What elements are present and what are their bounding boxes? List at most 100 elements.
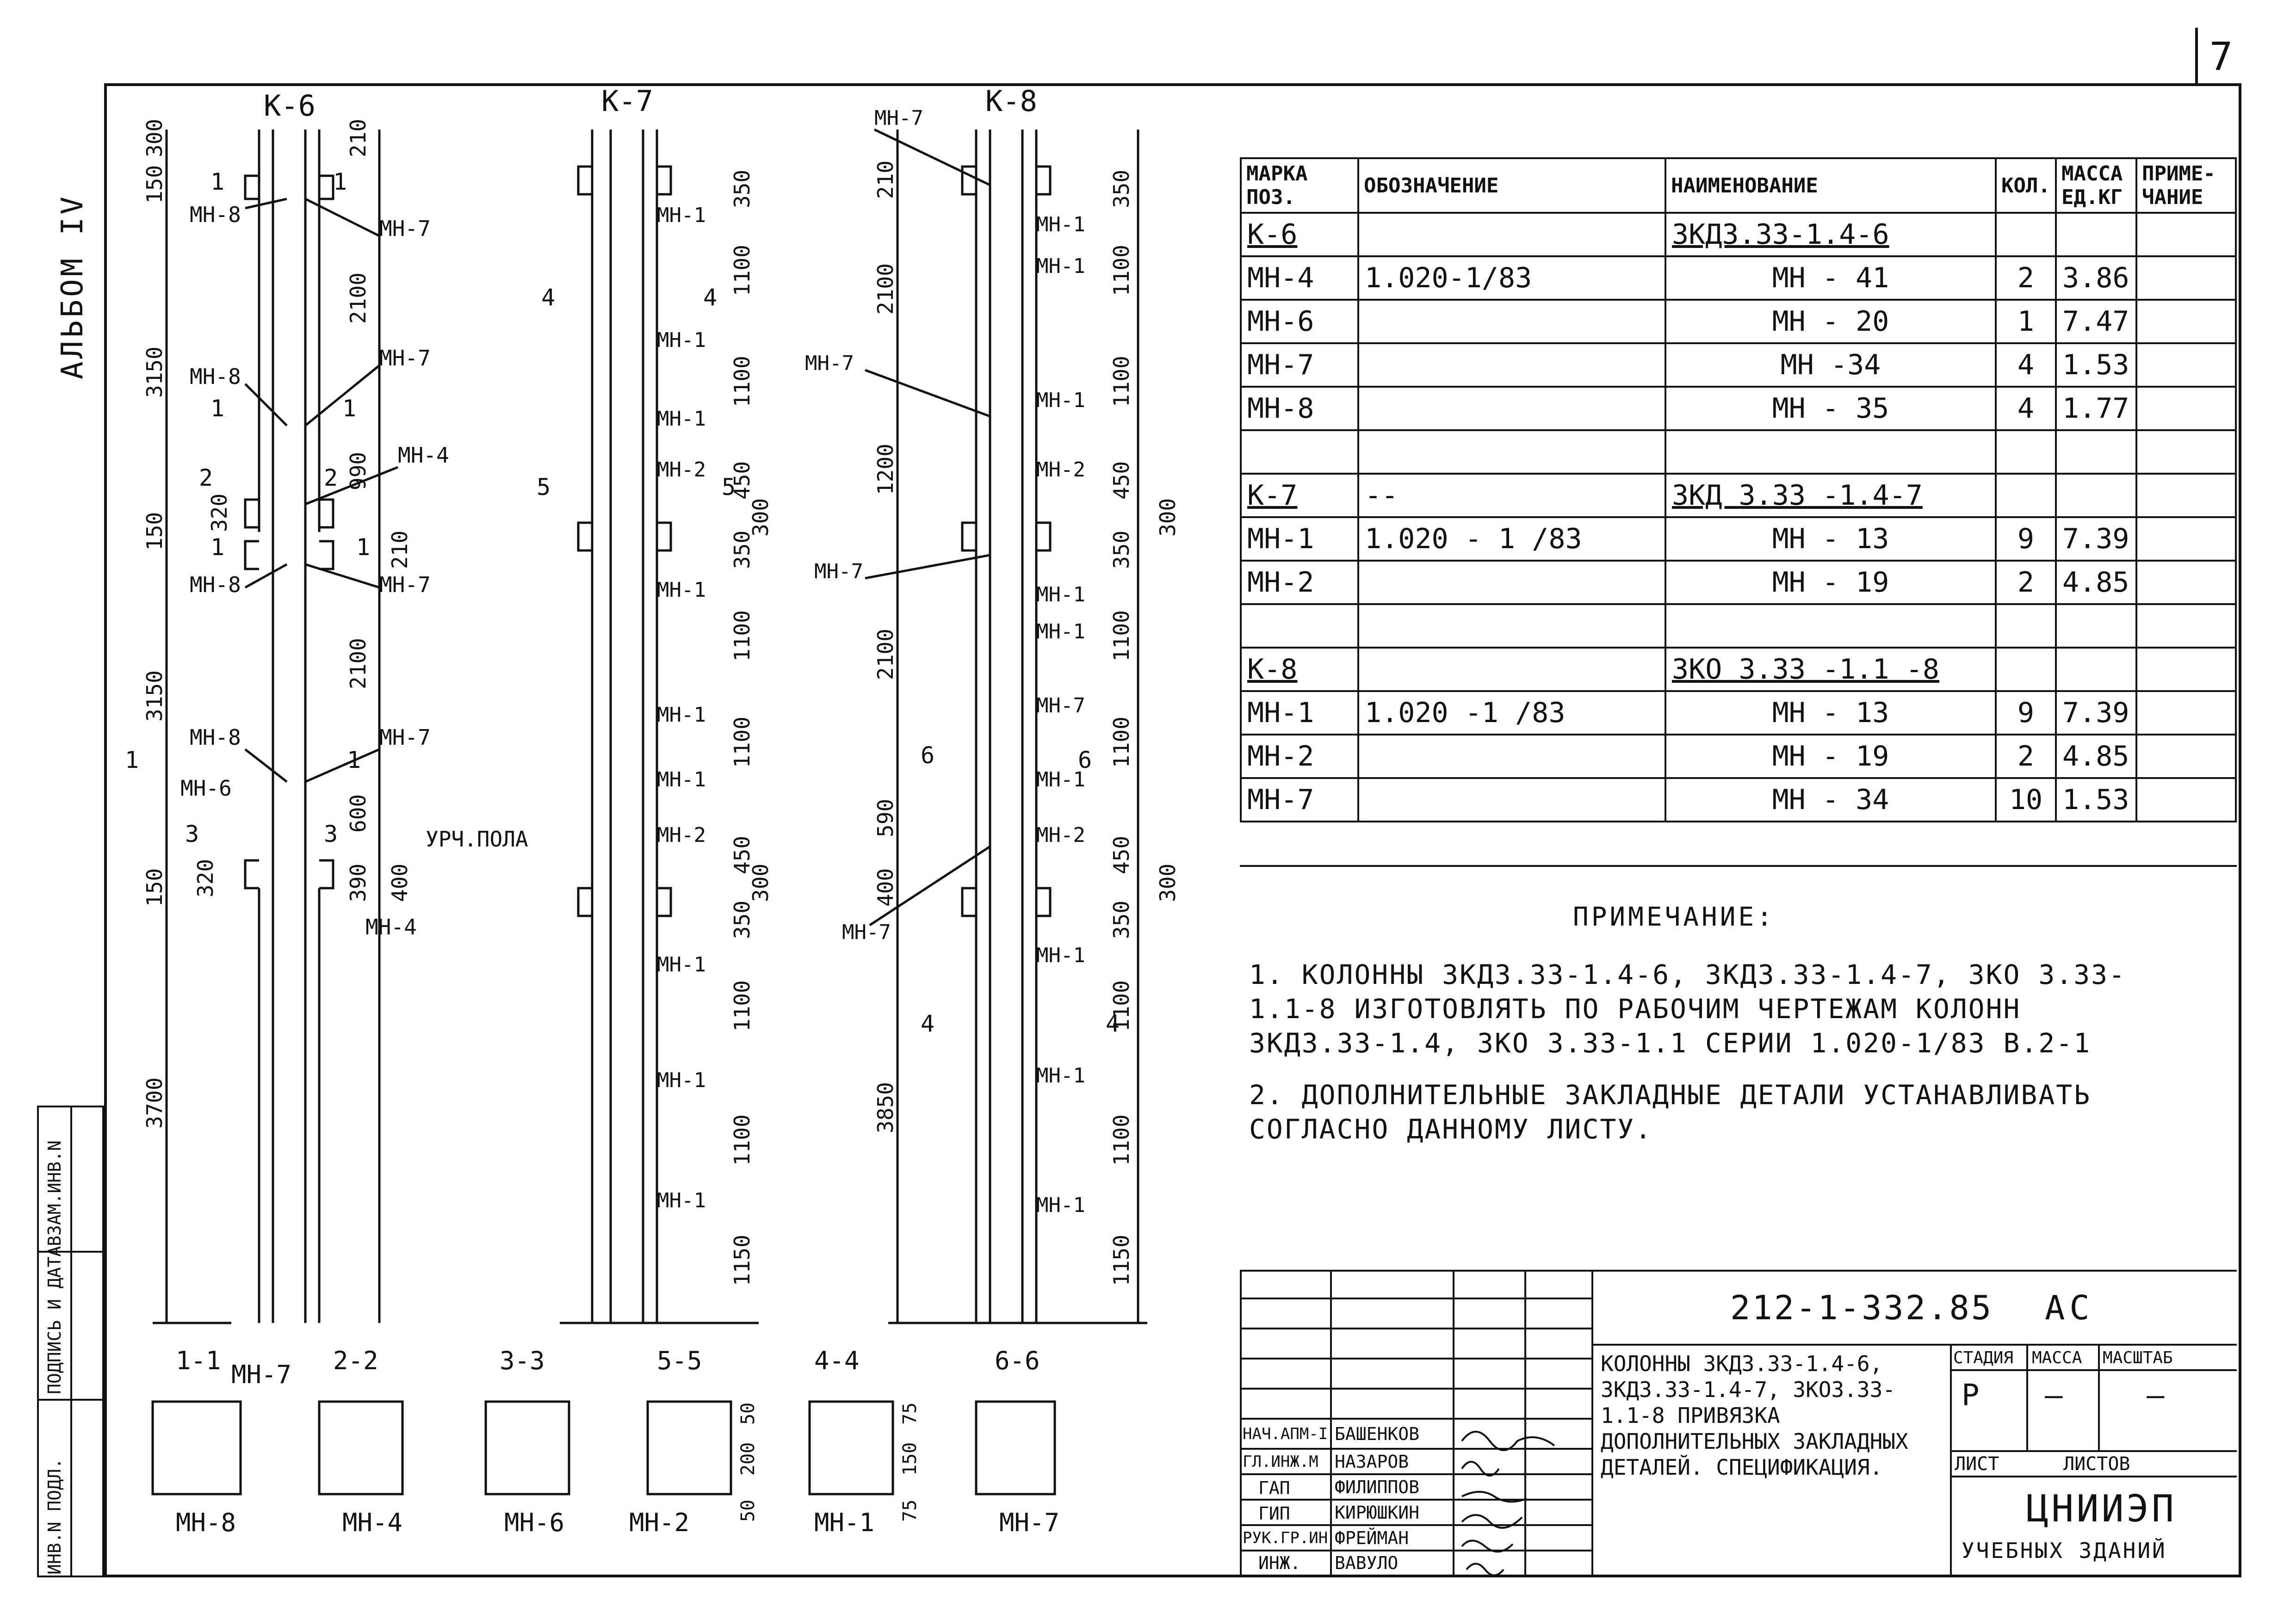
cell-code bbox=[1357, 734, 1666, 779]
section-title: 3-3 bbox=[500, 1346, 545, 1375]
cell-mass: 1.53 bbox=[2055, 342, 2137, 388]
signer-name: ВАВУЛО bbox=[1335, 1553, 1399, 1573]
cell-name: МН - 13 bbox=[1665, 516, 1997, 562]
cell-mark: МН-7 bbox=[1240, 342, 1359, 388]
cell-mass: 7.39 bbox=[2055, 516, 2137, 562]
note-item-2: 2. ДОПОЛНИТЕЛЬНЫЕ ЗАКЛАДНЫЕ ДЕТАЛИ УСТАН… bbox=[1249, 1079, 2092, 1145]
k8-dim: 400 bbox=[873, 868, 898, 907]
k6-dim: 2100 bbox=[346, 272, 371, 324]
header-mass: МАССА ЕД.КГ bbox=[2055, 157, 2137, 214]
mass-value: — bbox=[2045, 1378, 2063, 1413]
signer-role: ГЛ.ИНЖ.М bbox=[1243, 1452, 1318, 1471]
cell-mark: МН-2 bbox=[1240, 560, 1359, 605]
k7-label: МН-1 bbox=[657, 328, 706, 352]
k8-cut-mark: 6 bbox=[1078, 747, 1092, 773]
section-dim: 50 bbox=[737, 1500, 759, 1522]
k6-cut-mark: 1 bbox=[356, 534, 370, 561]
section-label: МН-8 bbox=[176, 1508, 236, 1537]
table-row: К-7--3КД 3.33 -1.4-7 bbox=[1240, 473, 2237, 518]
cell-mass: 7.47 bbox=[2055, 299, 2137, 344]
k6-dim: 150 bbox=[142, 512, 167, 550]
k7-label: МН-2 bbox=[657, 823, 706, 847]
k6-dim: 600 bbox=[346, 794, 371, 833]
k8-dim: 1150 bbox=[1109, 1235, 1134, 1286]
section-title: 1-1 bbox=[176, 1346, 221, 1375]
k8-dim: 1100 bbox=[1109, 356, 1134, 407]
cell-note bbox=[2135, 386, 2237, 431]
cell-name: МН - 35 bbox=[1665, 386, 1997, 431]
k8-dim: 3850 bbox=[873, 1082, 898, 1133]
k8-title: К-8 bbox=[985, 84, 1037, 118]
cell-mark: МН-4 bbox=[1240, 255, 1359, 301]
k8-dim: 350 bbox=[1109, 170, 1134, 208]
page-number-box: 7 bbox=[2195, 28, 2244, 86]
k6-label: МН-4 bbox=[398, 443, 449, 468]
k8-label: МН-2 bbox=[1036, 823, 1085, 847]
k7-label: МН-1 bbox=[657, 768, 706, 791]
cell-mass: 3.86 bbox=[2055, 255, 2137, 301]
k8-label: МН-2 bbox=[1036, 458, 1085, 482]
k8-label: МН-7 bbox=[814, 560, 863, 583]
cell-qty: 9 bbox=[1995, 690, 2057, 735]
section-dim: 75 bbox=[899, 1403, 921, 1425]
doc-code: 212-1-332.85 bbox=[1730, 1288, 1993, 1327]
k7-label: МН-1 bbox=[657, 407, 706, 431]
k6-dim: 210 bbox=[387, 531, 412, 569]
k6-cut-mark: 1 bbox=[210, 395, 224, 422]
cell-note bbox=[2135, 516, 2237, 562]
header-name: НАИМЕНОВАНИЕ bbox=[1665, 157, 1997, 214]
cell-mark: МН-7 bbox=[1240, 777, 1359, 822]
k7-dim: 1150 bbox=[730, 1235, 755, 1286]
k8-dim: 1100 bbox=[1109, 610, 1134, 661]
k6-dim: 3150 bbox=[142, 670, 167, 722]
sheets-label: ЛИСТОВ bbox=[2063, 1453, 2130, 1475]
cell-mass: 1.77 bbox=[2055, 386, 2137, 431]
section-label: МН-2 bbox=[629, 1508, 689, 1537]
k7-label: МН-1 bbox=[657, 578, 706, 602]
signer-name: КИРЮШКИН bbox=[1335, 1502, 1420, 1523]
k8-label: МН-1 bbox=[1036, 1193, 1085, 1217]
org-name: ЦНИИЭП bbox=[2026, 1487, 2177, 1530]
k6-dim: 210 bbox=[346, 119, 371, 157]
k8-dim: 590 bbox=[873, 799, 898, 837]
mass-label: МАССА bbox=[2032, 1348, 2082, 1367]
k6-label: МН-8 bbox=[190, 725, 241, 750]
cell-qty: 2 bbox=[1995, 560, 2057, 605]
k8-label: МН-1 bbox=[1036, 768, 1085, 791]
column-drawings: К-6 К-7 К-8 МН-8 МН-7 МН-8 МН-7 МН-4 МН-… bbox=[125, 84, 1180, 1537]
cell-mass bbox=[2055, 212, 2137, 257]
section-label: МН-7 bbox=[999, 1508, 1059, 1537]
column-k7-shape bbox=[560, 130, 759, 1324]
cell-code bbox=[1357, 212, 1666, 257]
column-k6-shape bbox=[153, 130, 381, 1324]
k6-cut-mark: 1 bbox=[210, 534, 224, 561]
k8-dim: 450 bbox=[1109, 836, 1134, 874]
spec-table-bottom-line bbox=[1240, 865, 2237, 867]
signer-name: ФИЛИППОВ bbox=[1335, 1477, 1420, 1497]
cell-name: МН - 20 bbox=[1665, 299, 1997, 344]
k8-dim: 1100 bbox=[1109, 717, 1134, 768]
cell-note bbox=[2135, 212, 2237, 257]
k6-dim: 320 bbox=[207, 494, 232, 532]
cell-name: 3КД 3.33 -1.4-7 bbox=[1665, 473, 1997, 518]
k6-dim: 3150 bbox=[142, 346, 167, 398]
k6-cut-mark: 1 bbox=[125, 747, 139, 773]
cell-note bbox=[2135, 342, 2237, 388]
cell-name: МН - 19 bbox=[1665, 560, 1997, 605]
k7-label: МН-1 bbox=[657, 204, 706, 227]
cell-mark: К-8 bbox=[1240, 647, 1359, 692]
k6-label: МН-7 bbox=[379, 725, 431, 750]
k6-label: МН-4 bbox=[365, 915, 417, 939]
cell-mass bbox=[2055, 473, 2137, 518]
header-code: ОБОЗНАЧЕНИЕ bbox=[1357, 157, 1666, 214]
left-stamp: ИНВ.N ПОДЛ. ПОДПИСЬ И ДАТА ВЗАМ.ИНВ.N bbox=[37, 1106, 104, 1577]
k7-label: МН-1 bbox=[657, 953, 706, 976]
cell-code: 1.020 -1 /83 bbox=[1357, 690, 1666, 735]
signer-name: ФРЕЙМАН bbox=[1335, 1528, 1409, 1548]
cell-code bbox=[1357, 299, 1666, 344]
k7-title: К-7 bbox=[601, 84, 653, 118]
k8-dim: 350 bbox=[1109, 901, 1134, 939]
spec-header-row: МАРКА ПОЗ. ОБОЗНАЧЕНИЕ НАИМЕНОВАНИЕ КОЛ.… bbox=[1240, 157, 2237, 214]
